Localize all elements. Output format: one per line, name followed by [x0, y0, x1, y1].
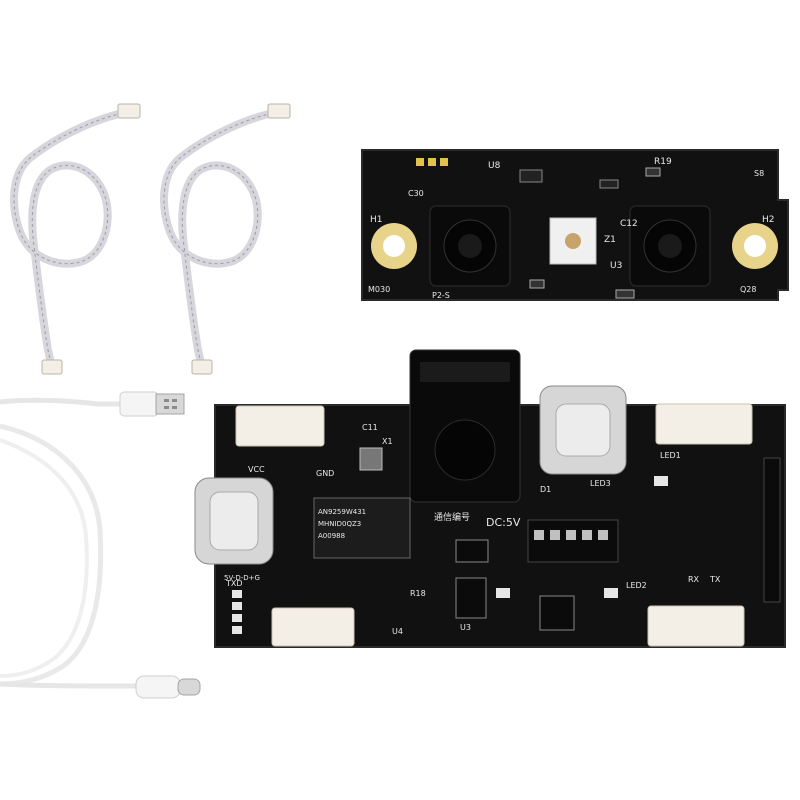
cable-harness-right	[160, 103, 291, 375]
connector-jst	[191, 359, 213, 375]
label-d1: D1	[540, 485, 551, 494]
usb-a-housing	[119, 391, 159, 417]
chip-line-3: A00988	[318, 532, 345, 540]
label-z1: Z1	[604, 235, 616, 245]
pin-header-right	[763, 457, 781, 603]
label-c12: C12	[620, 219, 638, 229]
label-u8: U8	[488, 161, 501, 171]
label-tx: TX	[709, 575, 721, 584]
crystal	[359, 447, 383, 471]
interface-carrier-board: DC:5V 通信编号 AN9259W431 MHNID0QZ3 A00988 T…	[194, 349, 786, 648]
connector-jst	[41, 359, 63, 375]
label-u3: U3	[460, 623, 471, 632]
label-gnd: GND	[316, 469, 334, 478]
label-u4: U4	[392, 627, 403, 636]
label-r18: R18	[410, 589, 426, 598]
label-vcc: VCC	[248, 465, 265, 474]
label-u3: U3	[610, 261, 622, 271]
jst-header-bottom-right	[647, 605, 745, 647]
label-pins: 5V-D-D+G	[224, 574, 260, 582]
label-m030: M030	[368, 285, 390, 294]
cable-harness-left	[10, 103, 141, 375]
label-txd: TXD	[225, 579, 243, 588]
label-rx: RX	[688, 575, 700, 584]
jst-header-top-right	[655, 403, 753, 445]
usb-a-plug	[155, 393, 185, 415]
bridge-chip	[313, 497, 411, 559]
label-p2: P2-S	[432, 291, 450, 300]
usb-c-housing	[135, 675, 181, 699]
label-c11: C11	[362, 423, 378, 432]
label-r19: R19	[654, 157, 672, 167]
connector-jst	[267, 103, 291, 119]
dual-lens-camera-board: H1 H2 U8 U3 Z1 R19 C12 C30 Q28 M030 P2-S…	[361, 149, 789, 301]
label-q28: Q28	[740, 285, 756, 294]
connector-jst	[117, 103, 141, 119]
label-h1: H1	[370, 215, 383, 225]
usb-c-plug	[177, 678, 201, 696]
label-h2: H2	[762, 215, 775, 225]
label-mcu: 通信编号	[434, 511, 470, 523]
jumper-header	[527, 519, 619, 563]
chip-line-2: MHNID0QZ3	[318, 520, 361, 528]
label-s8: S8	[754, 169, 764, 178]
label-led2: LED2	[626, 581, 647, 590]
label-led3: LED3	[590, 479, 611, 488]
jst-header-top-left	[235, 405, 325, 447]
label-x1: X1	[382, 437, 393, 446]
chip-line-1: AN9259W431	[318, 508, 366, 516]
jst-header-bottom-left	[271, 607, 355, 647]
label-c30: C30	[408, 189, 424, 198]
label-dc5v: DC:5V	[486, 516, 521, 529]
usb-a-to-usb-c-cable	[0, 391, 201, 699]
label-led1: LED1	[660, 451, 681, 460]
